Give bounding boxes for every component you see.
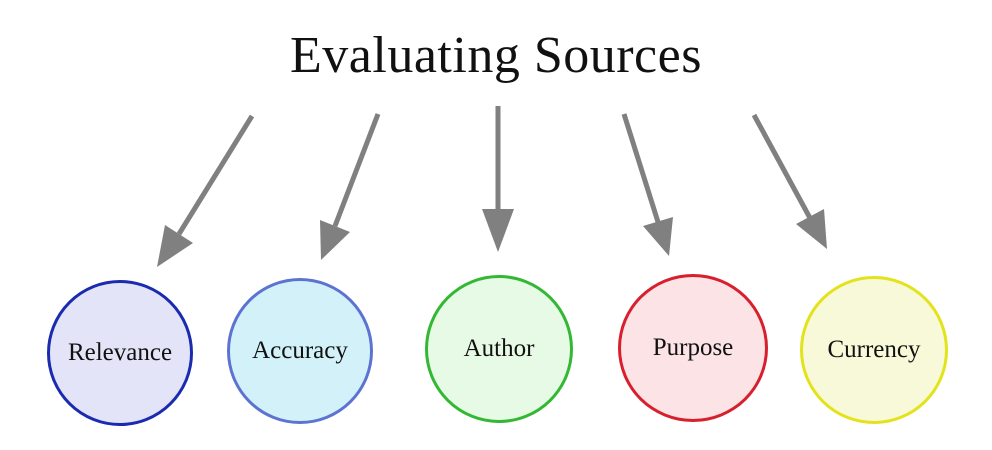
diagram-title: Evaluating Sources (290, 27, 702, 84)
arrow-to-relevance (157, 114, 255, 267)
node-label-relevance: Relevance (67, 339, 173, 366)
node-label-author: Author (463, 335, 535, 362)
arrow-to-currency (751, 113, 827, 249)
node-author: Author (425, 275, 573, 423)
node-accuracy: Accuracy (227, 278, 373, 424)
node-relevance: Relevance (47, 280, 193, 426)
node-label-currency: Currency (827, 336, 921, 363)
node-purpose: Purpose (618, 274, 768, 422)
arrow-to-purpose (621, 113, 673, 256)
node-label-purpose: Purpose (652, 334, 734, 361)
node-currency: Currency (800, 276, 948, 424)
node-label-accuracy: Accuracy (252, 337, 348, 364)
arrow-to-accuracy (320, 113, 381, 260)
arrow-to-author (482, 106, 514, 252)
